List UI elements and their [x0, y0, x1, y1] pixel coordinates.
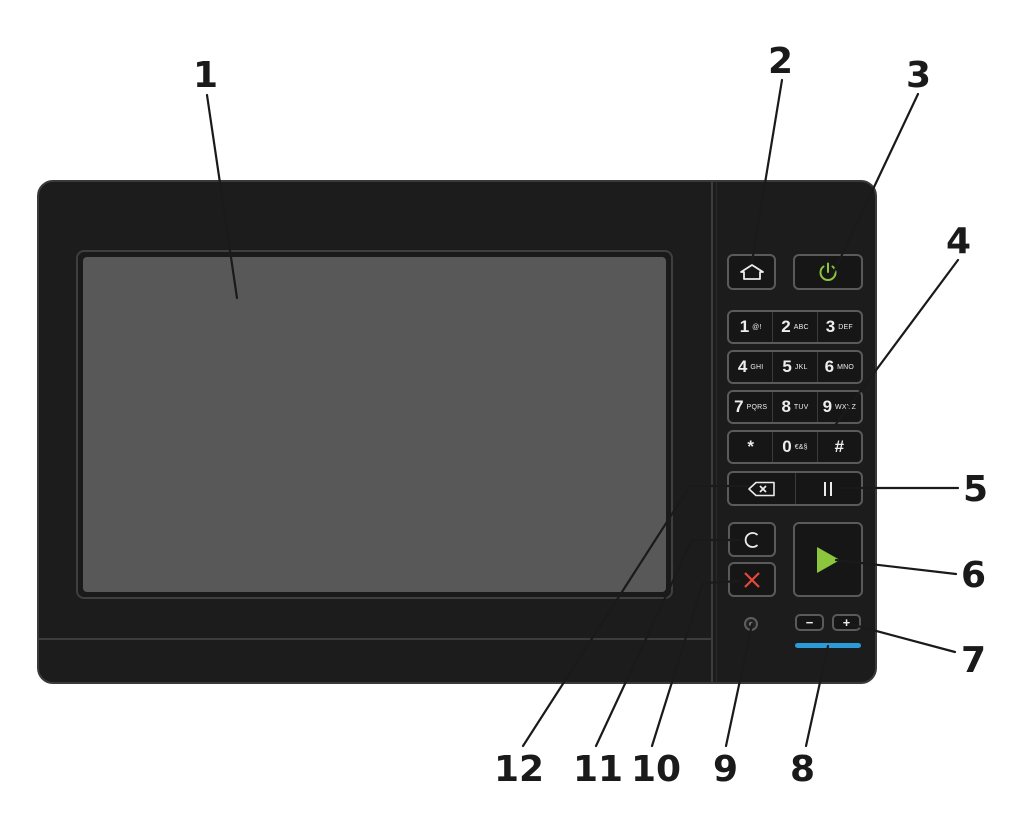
backspace-button[interactable]: [729, 473, 796, 504]
volume-down-button[interactable]: −: [795, 614, 824, 631]
backspace-icon: [747, 481, 775, 496]
key-letters: WXYZ: [835, 403, 857, 411]
key-1[interactable]: 1@!: [729, 312, 774, 342]
key-letters: ABC: [793, 323, 809, 331]
stop-button[interactable]: [728, 562, 776, 597]
indicator-light: [795, 643, 861, 648]
key-digit: 4: [737, 357, 748, 376]
panel-edge-line: [37, 638, 713, 640]
key-letters: JKL: [794, 363, 808, 371]
key-digit: 1: [739, 317, 750, 336]
callout-8: 8: [790, 749, 816, 790]
touch-display[interactable]: [83, 257, 666, 592]
callout-5: 5: [963, 469, 989, 510]
key-digit: *: [747, 437, 754, 456]
key-letters: @!: [752, 323, 762, 331]
key-letters: €&§: [794, 443, 808, 451]
key-digit: #: [834, 437, 845, 456]
key-letters: TUV: [793, 403, 809, 411]
power-button[interactable]: [793, 254, 863, 290]
backspace-pause-row: [727, 471, 863, 506]
key-hash[interactable]: #: [818, 432, 861, 462]
key-0[interactable]: 0€&§: [773, 432, 818, 462]
home-button[interactable]: [727, 254, 776, 290]
callout-10: 10: [631, 749, 682, 790]
key-digit: 8: [781, 397, 791, 416]
callout-9: 9: [713, 749, 739, 790]
key-digit: 0: [782, 437, 792, 456]
pause-icon: [824, 481, 833, 496]
callout-7: 7: [961, 640, 987, 681]
pause-button[interactable]: [796, 473, 862, 504]
headset-port: [744, 617, 758, 631]
start-button[interactable]: [793, 522, 863, 597]
key-digit: 3: [825, 317, 836, 336]
callout-4: 4: [946, 221, 972, 262]
callout-1: 1: [193, 55, 219, 96]
key-star[interactable]: *: [729, 432, 774, 462]
key-digit: 5: [782, 357, 792, 376]
stop-icon: [744, 571, 760, 588]
volume-up-button[interactable]: +: [832, 614, 861, 631]
panel-divider: [711, 182, 713, 682]
callout-2: 2: [768, 41, 794, 82]
reset-button[interactable]: [728, 522, 776, 557]
callout-11: 11: [573, 749, 624, 790]
key-digit: 2: [781, 317, 791, 336]
key-letters: MNO: [837, 363, 855, 371]
key-digit: 9: [822, 397, 833, 416]
power-icon: [819, 262, 837, 281]
keypad-row-4: * 0€&§ #: [727, 430, 863, 464]
key-letters: DEF: [838, 323, 853, 331]
start-icon: [817, 546, 840, 573]
key-digit: 7: [734, 397, 744, 416]
callout-6: 6: [961, 555, 987, 596]
key-digit: 6: [824, 357, 835, 376]
key-letters: PQRS: [746, 403, 768, 411]
reset-icon: [744, 531, 759, 548]
callout-12: 12: [494, 749, 545, 790]
callout-3: 3: [906, 55, 932, 96]
key-letters: GHI: [750, 363, 764, 371]
home-icon: [739, 264, 764, 280]
panel-divider-shadow: [716, 182, 717, 682]
